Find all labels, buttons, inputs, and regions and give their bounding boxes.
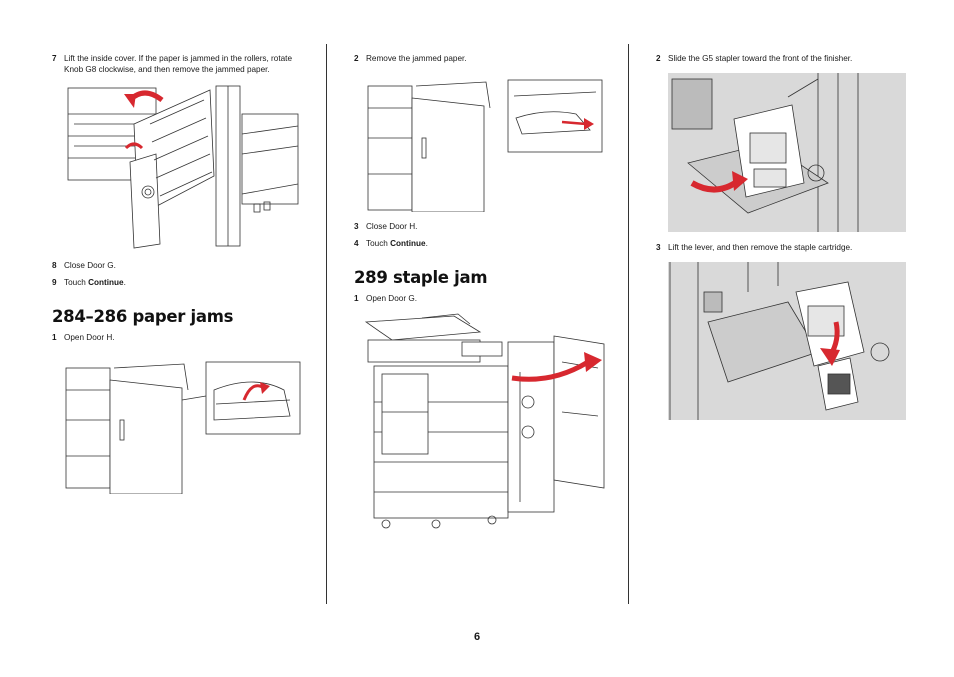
figure-slide-g5-stapler bbox=[668, 73, 906, 232]
section-heading-staple-jam: 289 staple jam bbox=[354, 268, 488, 287]
page-number: 6 bbox=[473, 631, 481, 643]
column-divider-2 bbox=[628, 44, 629, 604]
column-divider-1 bbox=[326, 44, 327, 604]
figure-open-door-g bbox=[362, 312, 608, 530]
figure-open-door-h bbox=[64, 360, 302, 494]
figure-remove-staple-cartridge bbox=[668, 262, 906, 420]
figure-remove-jammed-paper bbox=[366, 78, 604, 212]
section-heading-paper-jams: 284–286 paper jams bbox=[52, 307, 234, 326]
figure-lift-inside-cover bbox=[64, 84, 304, 252]
